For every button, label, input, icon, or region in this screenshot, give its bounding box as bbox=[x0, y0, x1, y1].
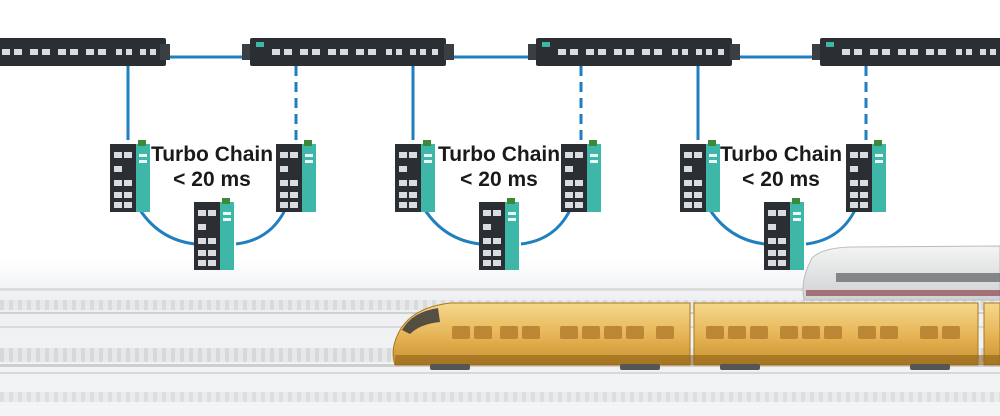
din-rail-switch-2-right bbox=[561, 140, 601, 212]
chain-label-latency: < 20 ms bbox=[173, 168, 251, 191]
din-rail-switch-3-right bbox=[846, 140, 886, 212]
din-rail-switch-2-left bbox=[395, 140, 435, 212]
rackmount-switch-3 bbox=[528, 38, 740, 66]
chain-label-title: Turbo Chain bbox=[719, 143, 843, 166]
din-rail-switch-1-left bbox=[110, 140, 150, 212]
chain-label-3: Turbo Chain < 20 ms bbox=[711, 142, 851, 192]
chain-label-latency: < 20 ms bbox=[742, 168, 820, 191]
chain-link-3b bbox=[805, 209, 857, 246]
train-front bbox=[392, 302, 1000, 370]
chain-link-1b bbox=[235, 209, 287, 246]
chain-link-3a bbox=[708, 209, 766, 246]
din-rail-switch-1-right bbox=[276, 140, 316, 212]
rackmount-switch-4 bbox=[812, 38, 1000, 66]
train-back bbox=[802, 245, 1000, 301]
chain-label-title: Turbo Chain bbox=[150, 143, 274, 166]
chain-link-1a bbox=[138, 209, 196, 246]
chain-link-2b bbox=[520, 209, 572, 246]
din-rail-switch-3-left bbox=[680, 140, 720, 212]
chain-label-latency: < 20 ms bbox=[460, 168, 538, 191]
chain-label-title: Turbo Chain bbox=[437, 143, 561, 166]
chain-label-1: Turbo Chain < 20 ms bbox=[142, 142, 282, 192]
chain-link-2a bbox=[423, 209, 481, 246]
rackmount-switch-1 bbox=[0, 38, 170, 66]
rackmount-switch-2 bbox=[242, 38, 454, 66]
din-rail-switch-3-bottom bbox=[764, 198, 804, 270]
din-rail-switch-1-bottom bbox=[194, 198, 234, 270]
chain-label-2: Turbo Chain < 20 ms bbox=[429, 142, 569, 192]
din-rail-switch-2-bottom bbox=[479, 198, 519, 270]
